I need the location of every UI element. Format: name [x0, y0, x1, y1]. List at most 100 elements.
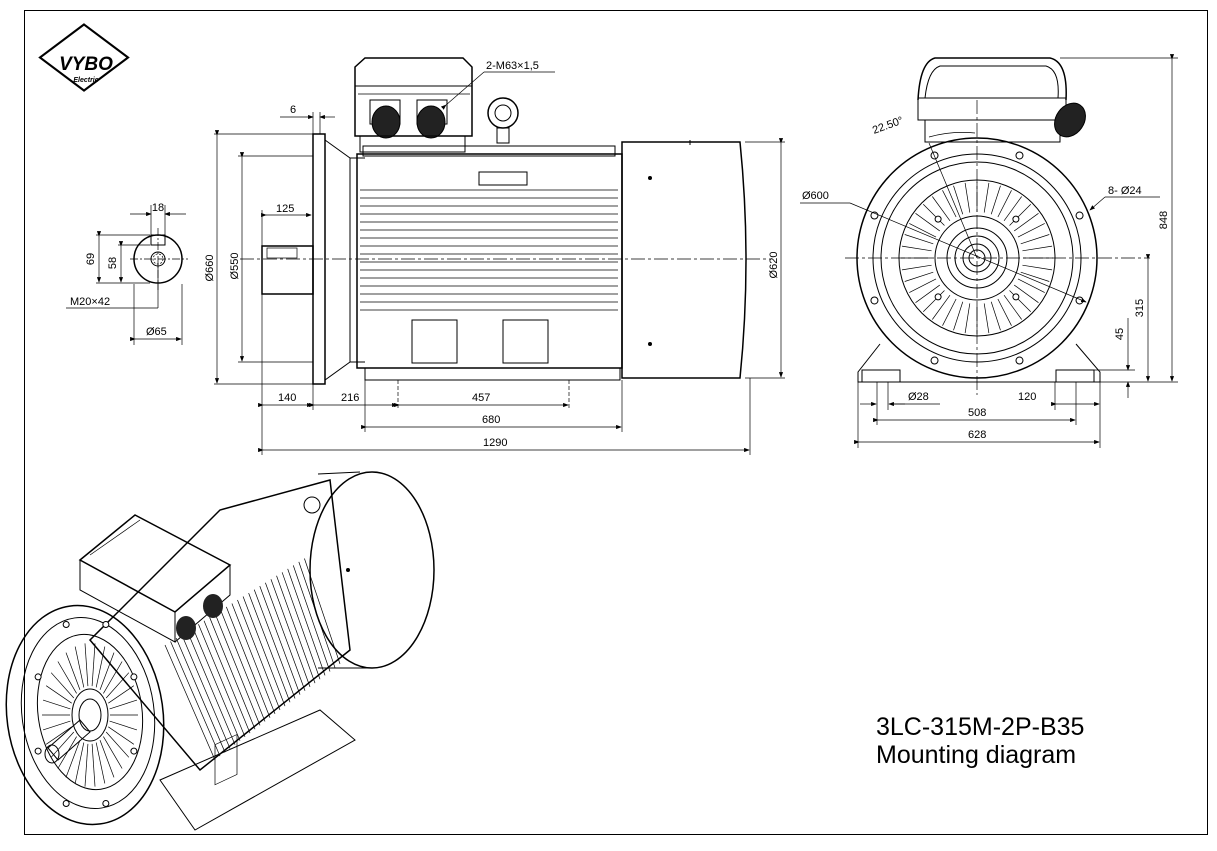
end-view: 22.50° Ø600 8- Ø24 848 315 45 Ø28	[800, 54, 1178, 448]
end-fin-line	[942, 298, 957, 326]
iso-fin-line	[237, 599, 281, 711]
iso-flange-hole	[130, 747, 138, 755]
end-fin-line	[932, 295, 951, 320]
iso-end-fin-line	[105, 672, 130, 699]
end-fin-line	[901, 264, 932, 271]
iso-flange-hole	[34, 673, 42, 681]
iso-end-fin-line	[65, 739, 81, 778]
key-width-label: 18	[152, 202, 164, 214]
end-fin-line	[997, 190, 1012, 218]
logo-brand: VYBO	[59, 54, 113, 75]
end-fin-line	[1009, 290, 1031, 312]
end-fin-line	[1017, 278, 1045, 293]
flange-diameter-label: Ø660	[204, 255, 216, 282]
model-number: 3LC-315M-2P-B35	[876, 713, 1085, 741]
end-fin-line	[932, 196, 951, 221]
cable-gland-label: 2-M63×1,5	[486, 60, 539, 72]
bearing-bolt	[934, 293, 942, 301]
iso-end-fin-line	[50, 672, 75, 699]
dim-680-label: 680	[482, 414, 500, 426]
end-fin-line	[909, 278, 937, 293]
iso-fin-line	[276, 575, 316, 684]
iso-flange-hole	[34, 747, 42, 755]
dim-1290-label: 1290	[483, 437, 507, 449]
drawing-title: 3LC-315M-2P-B35 Mounting diagram	[876, 713, 1084, 769]
end-fin-line	[997, 298, 1012, 326]
end-fin-line	[1020, 234, 1050, 245]
iso-end-fin-line	[84, 643, 89, 687]
end-fin-line	[983, 182, 990, 213]
vybo-logo: VYBO Electric	[38, 23, 130, 92]
iso-end-fin-line	[103, 661, 123, 694]
iso-end-fin-line	[95, 646, 106, 688]
iso-fin-line	[198, 624, 246, 738]
iso-fin-line	[203, 620, 251, 734]
bearing-bolt	[1012, 293, 1020, 301]
iso-end-fin-line	[65, 652, 81, 691]
end-fin-line	[904, 271, 934, 282]
iso-end-fin-line	[109, 720, 138, 731]
dim-628-label: 628	[968, 429, 986, 441]
end-fin-line	[915, 284, 940, 303]
end-fin-line	[1014, 284, 1039, 303]
shaft-height-label: 315	[1134, 299, 1146, 317]
iso-end-fin-line	[99, 652, 115, 691]
end-fin-line	[990, 301, 1001, 331]
iso-fin-line	[292, 565, 331, 672]
iso-fin-line	[242, 596, 286, 707]
end-fin-line	[964, 303, 971, 334]
flange-bolt-hole	[930, 356, 939, 365]
iso-end-fin-line	[108, 685, 135, 704]
diagram-caption: Mounting diagram	[876, 741, 1077, 769]
iso-fin-line	[270, 579, 311, 688]
dim-69-label: 69	[85, 253, 97, 265]
flange-bolt-hole	[1015, 151, 1024, 160]
iso-fin-line	[170, 641, 221, 757]
dim-216-label: 216	[341, 392, 359, 404]
pcd-label: Ø600	[802, 190, 829, 202]
iso-end-fin-line	[84, 743, 89, 787]
end-fin-line	[953, 301, 964, 331]
dim-140-label: 140	[278, 392, 296, 404]
end-fin-line	[1009, 204, 1031, 226]
iso-flange-hole	[102, 620, 110, 628]
height-total-label: 848	[1158, 211, 1170, 229]
flange-bolt-hole	[870, 296, 879, 305]
iso-end-fin-line	[91, 643, 96, 687]
iso-end-fin-line	[45, 685, 72, 704]
iso-fin-line	[231, 603, 276, 714]
angle-label: 22.50°	[871, 115, 905, 137]
iso-end-fin-line	[74, 742, 85, 784]
foot-hole-label: Ø28	[908, 391, 929, 403]
iso-end-fin-line	[42, 699, 71, 710]
end-fin-line	[1020, 271, 1050, 282]
iso-flange-hole	[62, 800, 70, 808]
iso-fin-line	[186, 631, 236, 745]
iso-end-fin-line	[105, 731, 130, 758]
iso-fin-line	[298, 561, 336, 668]
frame-diameter-label: Ø620	[768, 252, 780, 279]
flange-bolt-hole	[1075, 211, 1084, 220]
dim-457-label: 457	[472, 392, 490, 404]
isometric-view	[5, 471, 435, 831]
iso-fin-line	[192, 627, 241, 741]
dim-508-label: 508	[968, 407, 986, 419]
end-fin-line	[1003, 196, 1022, 221]
iso-fin-line	[281, 572, 321, 680]
iso-flange-hole	[102, 800, 110, 808]
end-fin-line	[901, 245, 932, 252]
end-fin-line	[1017, 223, 1045, 238]
iso-end-fin-line	[99, 739, 115, 778]
end-fin-line	[1003, 295, 1022, 320]
dim-120-label: 120	[1018, 391, 1036, 403]
foot-thickness-label: 45	[1114, 328, 1126, 340]
end-fin-line	[904, 234, 934, 245]
drawing-frame	[24, 10, 1208, 835]
iso-flange-hole	[62, 620, 70, 628]
end-fin-line	[923, 204, 945, 226]
bearing-bolt	[934, 215, 942, 223]
iso-fin-line	[181, 634, 231, 749]
side-view: 2-M63×1,5 6 125	[204, 57, 785, 455]
end-fin-line	[983, 303, 990, 334]
